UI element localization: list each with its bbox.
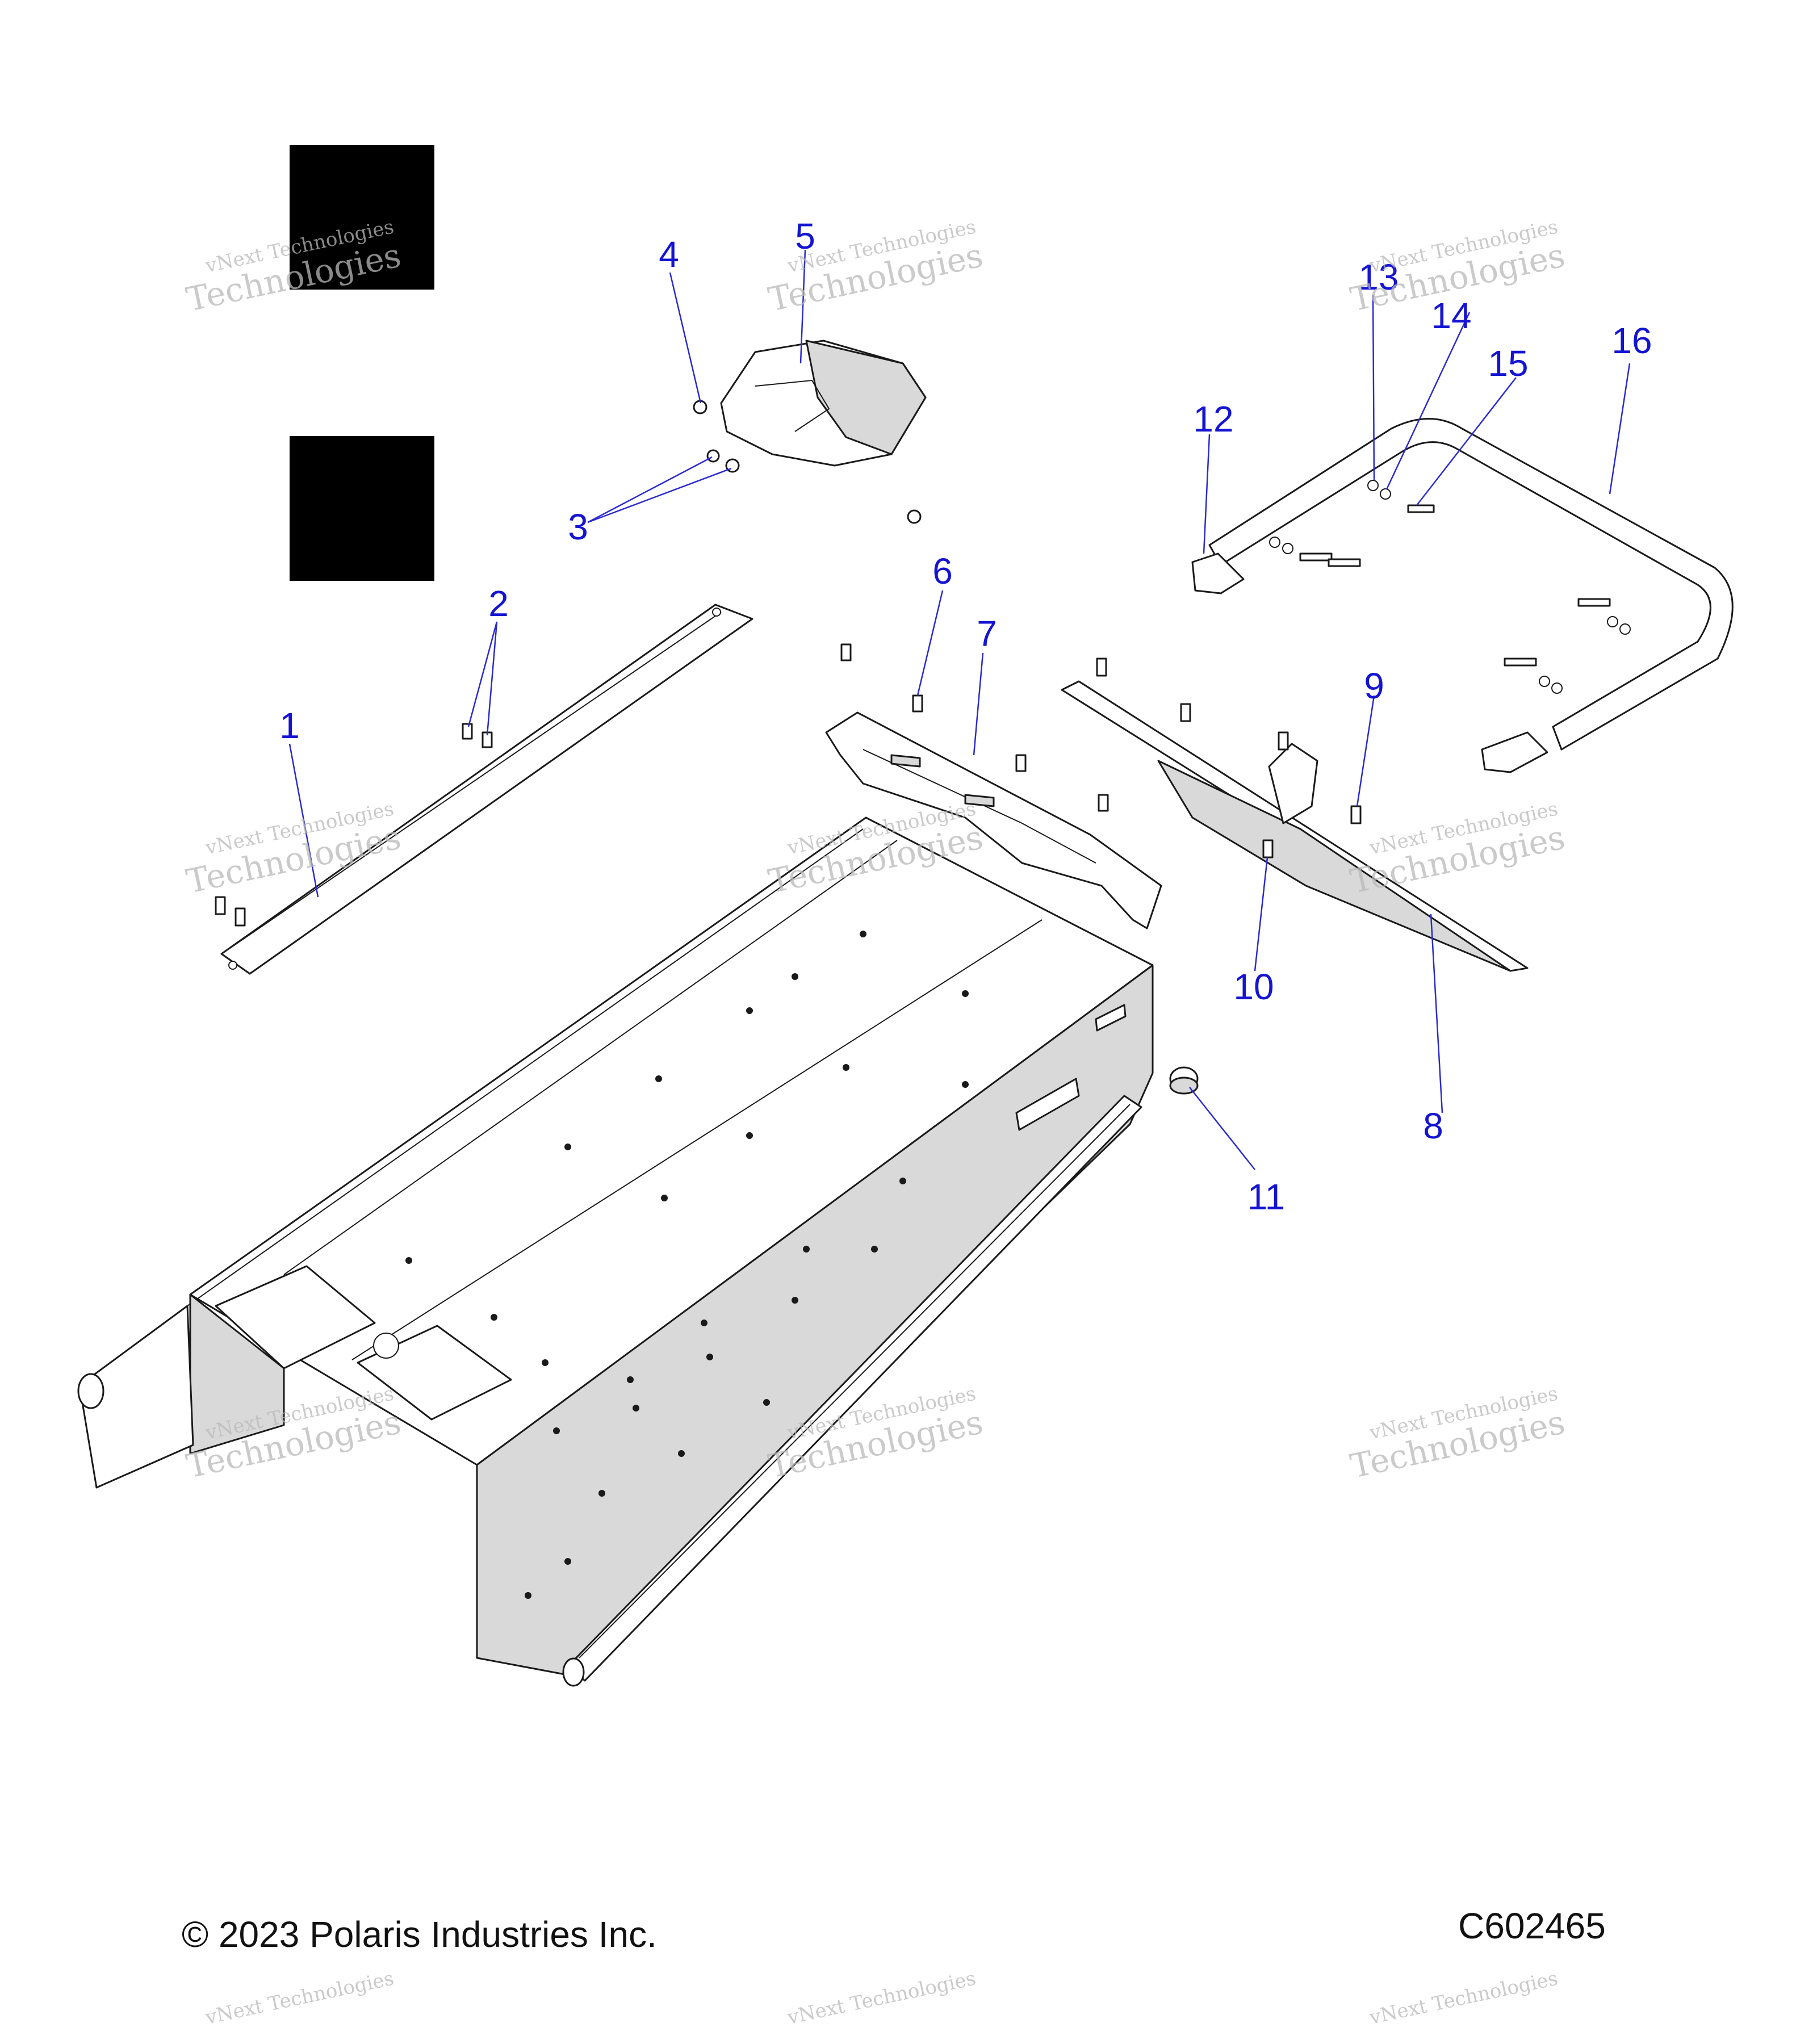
callout-4: 4: [659, 234, 679, 275]
callout-13: 13: [1358, 257, 1399, 298]
copyright-text: © 2023 Polaris Industries Inc.: [182, 1914, 657, 1955]
callout-2: 2: [488, 583, 509, 624]
callout-9: 9: [1364, 665, 1384, 706]
redacted-box-top: [290, 145, 434, 290]
tunnel-assembly: [77, 816, 1154, 1687]
callout-7: 7: [977, 613, 997, 654]
redacted-box-bottom: [290, 436, 434, 581]
part-8-plate: [1061, 657, 1529, 972]
callout-3: 3: [568, 506, 588, 547]
callout-11: 11: [1247, 1176, 1285, 1217]
part-5-cover: [693, 340, 927, 524]
callout-10: 10: [1233, 966, 1274, 1007]
callout-14: 14: [1431, 295, 1471, 336]
watermark-text: vNext Technologies: [203, 1967, 396, 2029]
part-11-plug: [1169, 1066, 1199, 1095]
callout-1: 1: [279, 705, 300, 746]
part-16-handle: [1191, 418, 1734, 773]
callout-8: 8: [1423, 1105, 1443, 1146]
diagram-code: C602465: [1458, 1905, 1606, 1946]
leader-lines: [288, 249, 1631, 1170]
callout-labels: 1 2 3 4 5 6 7 8 9 10 11 12 13 14 15 16: [279, 216, 1652, 1217]
callout-6: 6: [932, 551, 953, 592]
callout-15: 15: [1488, 343, 1528, 384]
callout-5: 5: [795, 216, 815, 257]
watermark-text: vNext Technologies: [1367, 1967, 1560, 2029]
callout-12: 12: [1193, 399, 1233, 439]
part-1-rail: [215, 604, 753, 975]
watermark-text: vNext Technologies: [785, 1967, 978, 2029]
part-7-bracket: [825, 643, 1162, 929]
callout-16: 16: [1611, 320, 1652, 361]
